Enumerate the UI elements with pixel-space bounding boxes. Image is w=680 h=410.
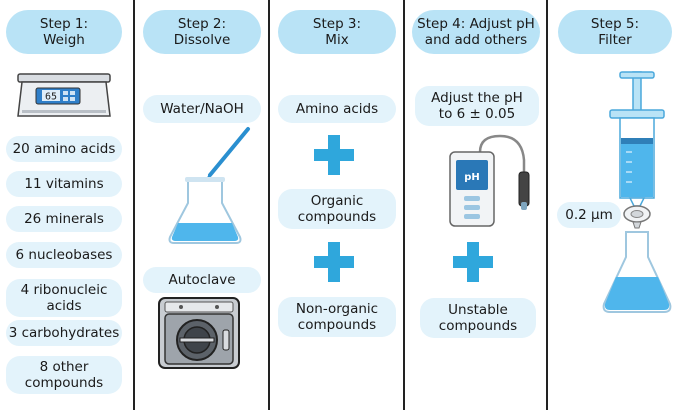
filter-size-text: 0.2 µm [565,207,613,223]
ingredient-carbohydrates: 3 carbohydrates [6,320,122,346]
ingredient-label: 6 nucleobases [15,247,113,263]
column-divider-3 [403,0,405,410]
step-5-header: Step 5: Filter [558,10,672,54]
mix-label: Non-organic compounds [295,301,379,333]
step-3-header: Step 3: Mix [278,10,396,54]
plus-icon-1 [314,135,354,175]
column-divider-4 [546,0,548,410]
adjust-ph-line1: Adjust the pH [431,90,523,106]
ingredient-amino-acids: 20 amino acids [6,136,122,162]
step-5-title-line2: Filter [598,32,632,48]
column-divider-2 [268,0,270,410]
ingredient-ribonucleic-acids: 4 ribonucleic acids [6,279,122,317]
autoclave-icon [158,297,240,369]
step-3-title-line2: Mix [325,32,349,48]
plus-icon-2 [314,242,354,282]
ingredient-minerals: 26 minerals [6,206,122,232]
mix-label: Amino acids [295,101,379,117]
ingredient-label: 11 vitamins [24,176,104,192]
step-1-header: Step 1: Weigh [6,10,122,54]
ph-meter-icon: pH [449,134,530,227]
step-5-title-line1: Step 5: [590,16,640,32]
step-1-title-line1: Step 1: [39,16,89,32]
ingredient-vitamins: 11 vitamins [6,171,122,197]
solvent-text: Water/NaOH [160,101,244,117]
solvent-label: Water/NaOH [143,95,261,123]
ingredient-nucleobases: 6 nucleobases [6,242,122,268]
mix-amino-acids: Amino acids [278,95,396,123]
scale-icon: 65 [17,73,111,117]
ingredient-label: 3 carbohydrates [8,325,120,341]
step-4-header: Step 4: Adjust pH and add others [412,10,540,54]
autoclave-text: Autoclave [168,272,236,288]
ingredient-other-compounds: 8 other compounds [6,356,122,394]
adjust-ph-line2: to 6 ± 0.05 [438,106,516,122]
syringe-filter-flask-icon [602,71,672,313]
mix-organic-compounds: Organic compounds [278,189,396,229]
flask-with-pipette-icon [168,127,250,244]
step-2-header: Step 2: Dissolve [143,10,261,54]
step-2-title-line2: Dissolve [173,32,231,48]
scale-display-value: 65 [45,92,57,103]
step-4-title-line2: and add others [424,32,528,48]
unstable-compounds-label: Unstable compounds [420,298,536,338]
ingredient-label: 8 other compounds [24,359,104,391]
step-3-title-line1: Step 3: [312,16,362,32]
mix-non-organic-compounds: Non-organic compounds [278,297,396,337]
adjust-ph-label: Adjust the pH to 6 ± 0.05 [415,86,539,126]
ingredient-label: 26 minerals [24,211,104,227]
ingredient-label: 4 ribonucleic acids [20,282,108,314]
autoclave-label: Autoclave [143,267,261,293]
unstable-line1: Unstable [448,302,508,318]
filter-size-label: 0.2 µm [557,202,621,228]
column-divider-1 [133,0,135,410]
plus-icon-3 [453,242,493,282]
unstable-line2: compounds [438,318,518,334]
mix-label: Organic compounds [297,193,377,225]
ph-meter-label: pH [464,172,480,183]
ingredient-label: 20 amino acids [12,141,116,157]
step-1-title-line2: Weigh [43,32,85,48]
step-2-title-line1: Step 2: [177,16,227,32]
step-4-title-line1: Step 4: Adjust pH [417,16,535,32]
